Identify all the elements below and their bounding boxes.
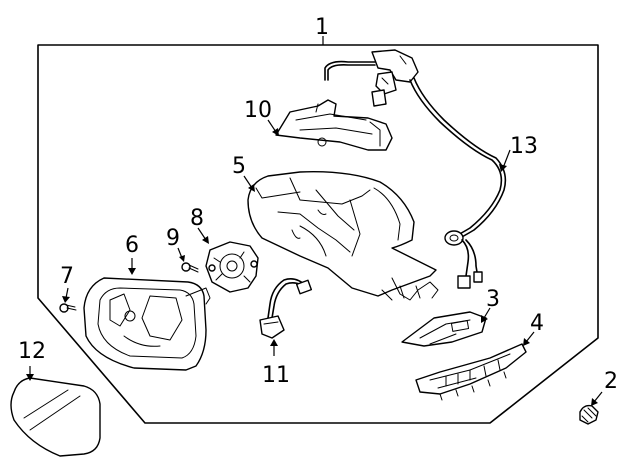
- callout-7-leader: [65, 287, 69, 299]
- callout-2-label: 2: [604, 369, 618, 394]
- mirror-wire-connector: [259, 278, 313, 339]
- screw-7: [59, 303, 77, 313]
- callout-12-label: 12: [18, 339, 46, 364]
- mirror-actuator: [205, 241, 259, 293]
- callout-3-leader: [483, 307, 491, 319]
- callout-4-leader: [525, 331, 535, 343]
- callout-7-label: 7: [60, 264, 74, 289]
- mirror-frame: [83, 277, 211, 371]
- puddle-lamp: [401, 311, 487, 347]
- callout-5-leader: [243, 175, 253, 189]
- mirror-housing: [247, 171, 439, 301]
- assembly-boundary: [37, 44, 599, 424]
- callout-10-label: 10: [244, 98, 272, 123]
- callout-13-label: 13: [510, 134, 538, 159]
- callout-6-label: 6: [125, 233, 139, 258]
- clip-2: [579, 404, 599, 425]
- lower-trim: [415, 343, 527, 401]
- callout-11-label: 11: [262, 363, 290, 388]
- callout-5-label: 5: [232, 154, 246, 179]
- callout-13-leader: [502, 149, 511, 169]
- wiring-harness: [324, 49, 507, 289]
- callout-10-leader: [267, 119, 277, 133]
- callout-8-label: 8: [190, 206, 204, 231]
- callout-8-leader: [197, 227, 207, 241]
- callout-1-label: 1: [315, 15, 329, 40]
- callout-4-label: 4: [530, 311, 544, 336]
- callout-3-label: 3: [486, 287, 500, 312]
- callout-2-leader: [593, 391, 603, 403]
- screw-9: [181, 262, 199, 273]
- callout-9-label: 9: [166, 226, 180, 251]
- turn-signal-lamp: [275, 99, 393, 151]
- mirror-glass: [10, 377, 101, 457]
